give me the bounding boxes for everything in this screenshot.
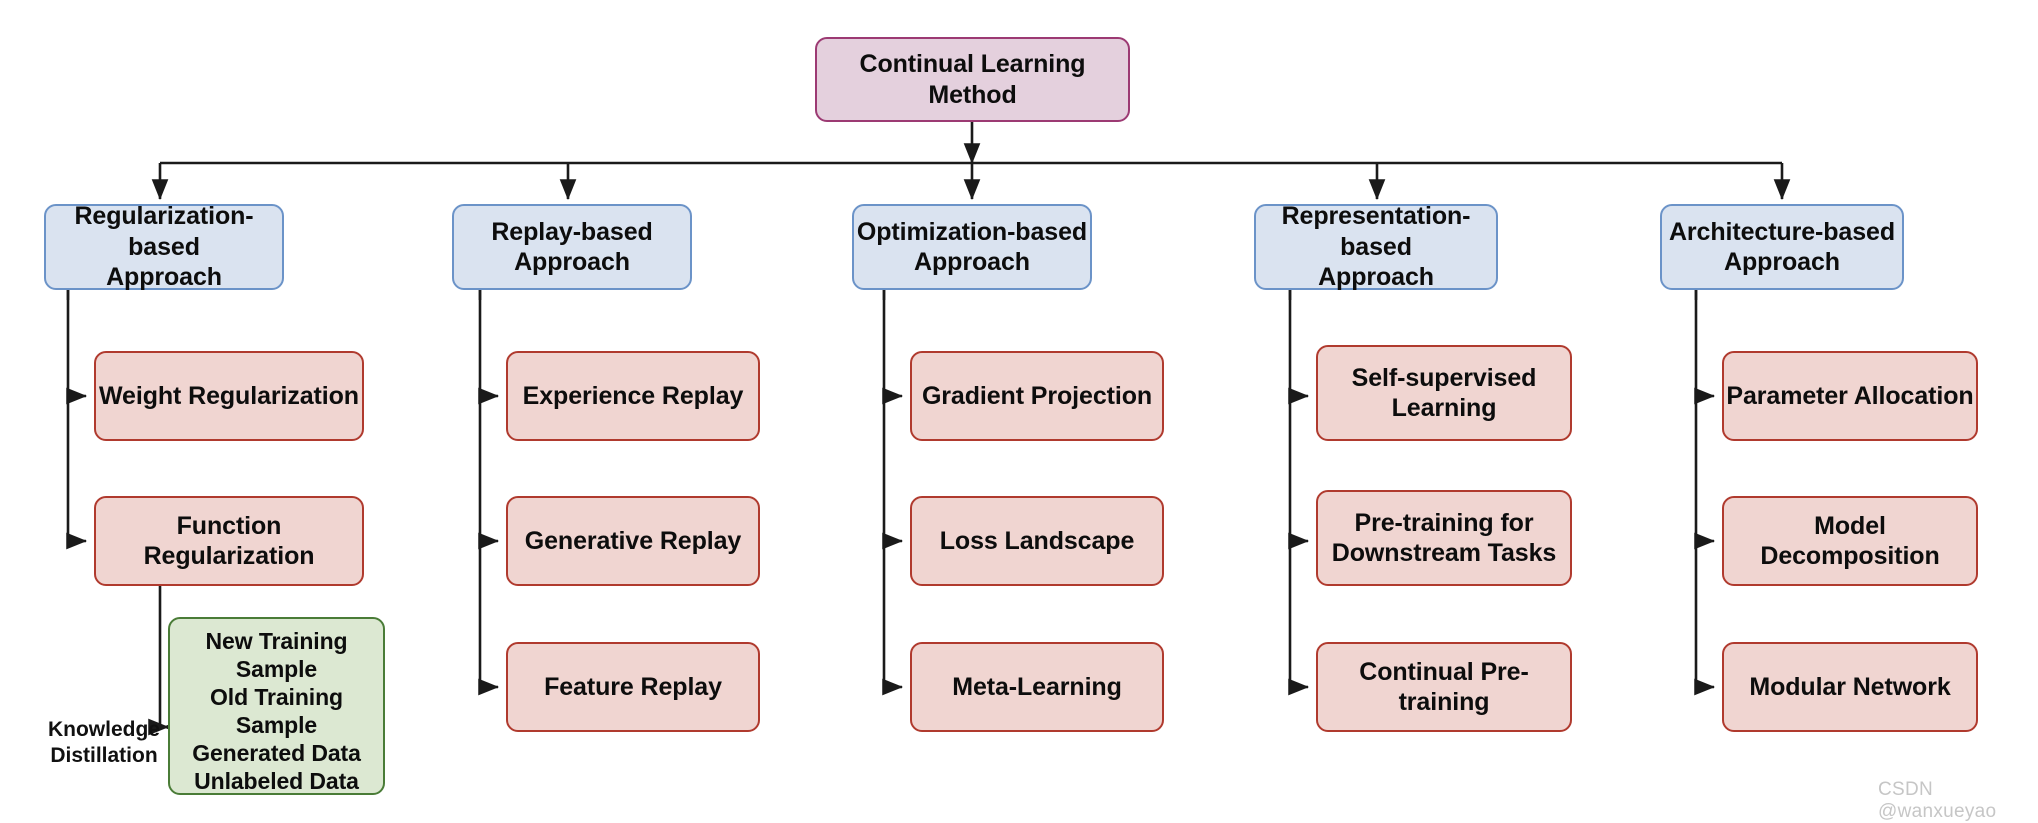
node-label: Optimization-based Approach <box>857 217 1087 278</box>
node-pre-training-for-downstream-tasks[interactable]: Pre-training for Downstream Tasks <box>1316 490 1572 586</box>
node-label: Regularization-based Approach <box>46 201 282 293</box>
edge-label-line-1: Knowledge <box>47 718 160 741</box>
node-modular-network[interactable]: Modular Network <box>1722 642 1978 732</box>
node-gradient-projection[interactable]: Gradient Projection <box>910 351 1164 441</box>
node-knowledge-distillation-data-group[interactable]: New Training Sample Old Training Sample … <box>168 617 385 795</box>
node-representation-based-approach[interactable]: Representation-based Approach <box>1254 201 1498 293</box>
label-line-2: Approach <box>106 263 222 292</box>
node-meta-learning[interactable]: Meta-Learning <box>910 642 1164 732</box>
node-weight-regularization[interactable]: Weight Regularization <box>94 351 364 441</box>
node-replay-based-approach[interactable]: Replay-based Approach <box>452 204 692 290</box>
label-line-1: Representation-based <box>1281 202 1471 261</box>
node-label: Replay-based Approach <box>491 217 652 278</box>
node-label: Representation-based Approach <box>1256 201 1496 293</box>
label-line-2: Approach <box>1318 263 1434 292</box>
label-line-2: Approach <box>914 248 1030 276</box>
group-item-unlabeled-data: Unlabeled Data <box>194 768 359 795</box>
node-label: Pre-training for Downstream Tasks <box>1331 508 1557 569</box>
label-line-2: Learning <box>1391 394 1497 422</box>
label-line-1: Regularization-based <box>74 202 254 261</box>
node-loss-landscape[interactable]: Loss Landscape <box>910 496 1164 586</box>
group-item-old-training-sample: Old Training Sample <box>210 684 343 739</box>
label-line-1: Replay-based <box>491 217 653 246</box>
node-experience-replay[interactable]: Experience Replay <box>506 351 760 441</box>
edge-label-line-2: Distillation <box>50 744 158 768</box>
label-line-1: Self-supervised <box>1351 363 1537 392</box>
node-label: Architecture-based Approach <box>1669 217 1895 278</box>
node-optimization-based-approach[interactable]: Optimization-based Approach <box>852 204 1092 290</box>
label-line-1: Pre-training for <box>1354 508 1534 537</box>
group-item-generated-data: Generated Data <box>192 740 361 767</box>
node-architecture-based-approach[interactable]: Architecture-based Approach <box>1660 204 1904 290</box>
node-function-regularization[interactable]: Function Regularization <box>94 496 364 586</box>
watermark: CSDN @wanxueyao <box>1878 779 1997 822</box>
node-generative-replay[interactable]: Generative Replay <box>506 496 760 586</box>
node-self-supervised-learning[interactable]: Self-supervised Learning <box>1316 345 1572 441</box>
node-parameter-allocation[interactable]: Parameter Allocation <box>1722 351 1978 441</box>
node-regularization-based-approach[interactable]: Regularization-based Approach <box>44 201 284 293</box>
edge-label-knowledge-distillation: Knowledge Distillation <box>44 717 164 770</box>
label-line-2: Downstream Tasks <box>1331 539 1557 567</box>
node-label: Self-supervised Learning <box>1352 363 1537 424</box>
node-feature-replay[interactable]: Feature Replay <box>506 642 760 732</box>
node-continual-pre-training[interactable]: Continual Pre-training <box>1316 642 1572 732</box>
node-root[interactable]: Continual Learning Method <box>815 37 1130 122</box>
label-line-1: Architecture-based <box>1668 217 1896 246</box>
label-line-2: Approach <box>1724 248 1840 276</box>
label-line-1: Optimization-based <box>856 217 1088 246</box>
node-model-decomposition[interactable]: Model Decomposition <box>1722 496 1978 586</box>
group-item-new-training-sample: New Training Sample <box>205 628 348 683</box>
label-line-2: Approach <box>514 248 630 276</box>
